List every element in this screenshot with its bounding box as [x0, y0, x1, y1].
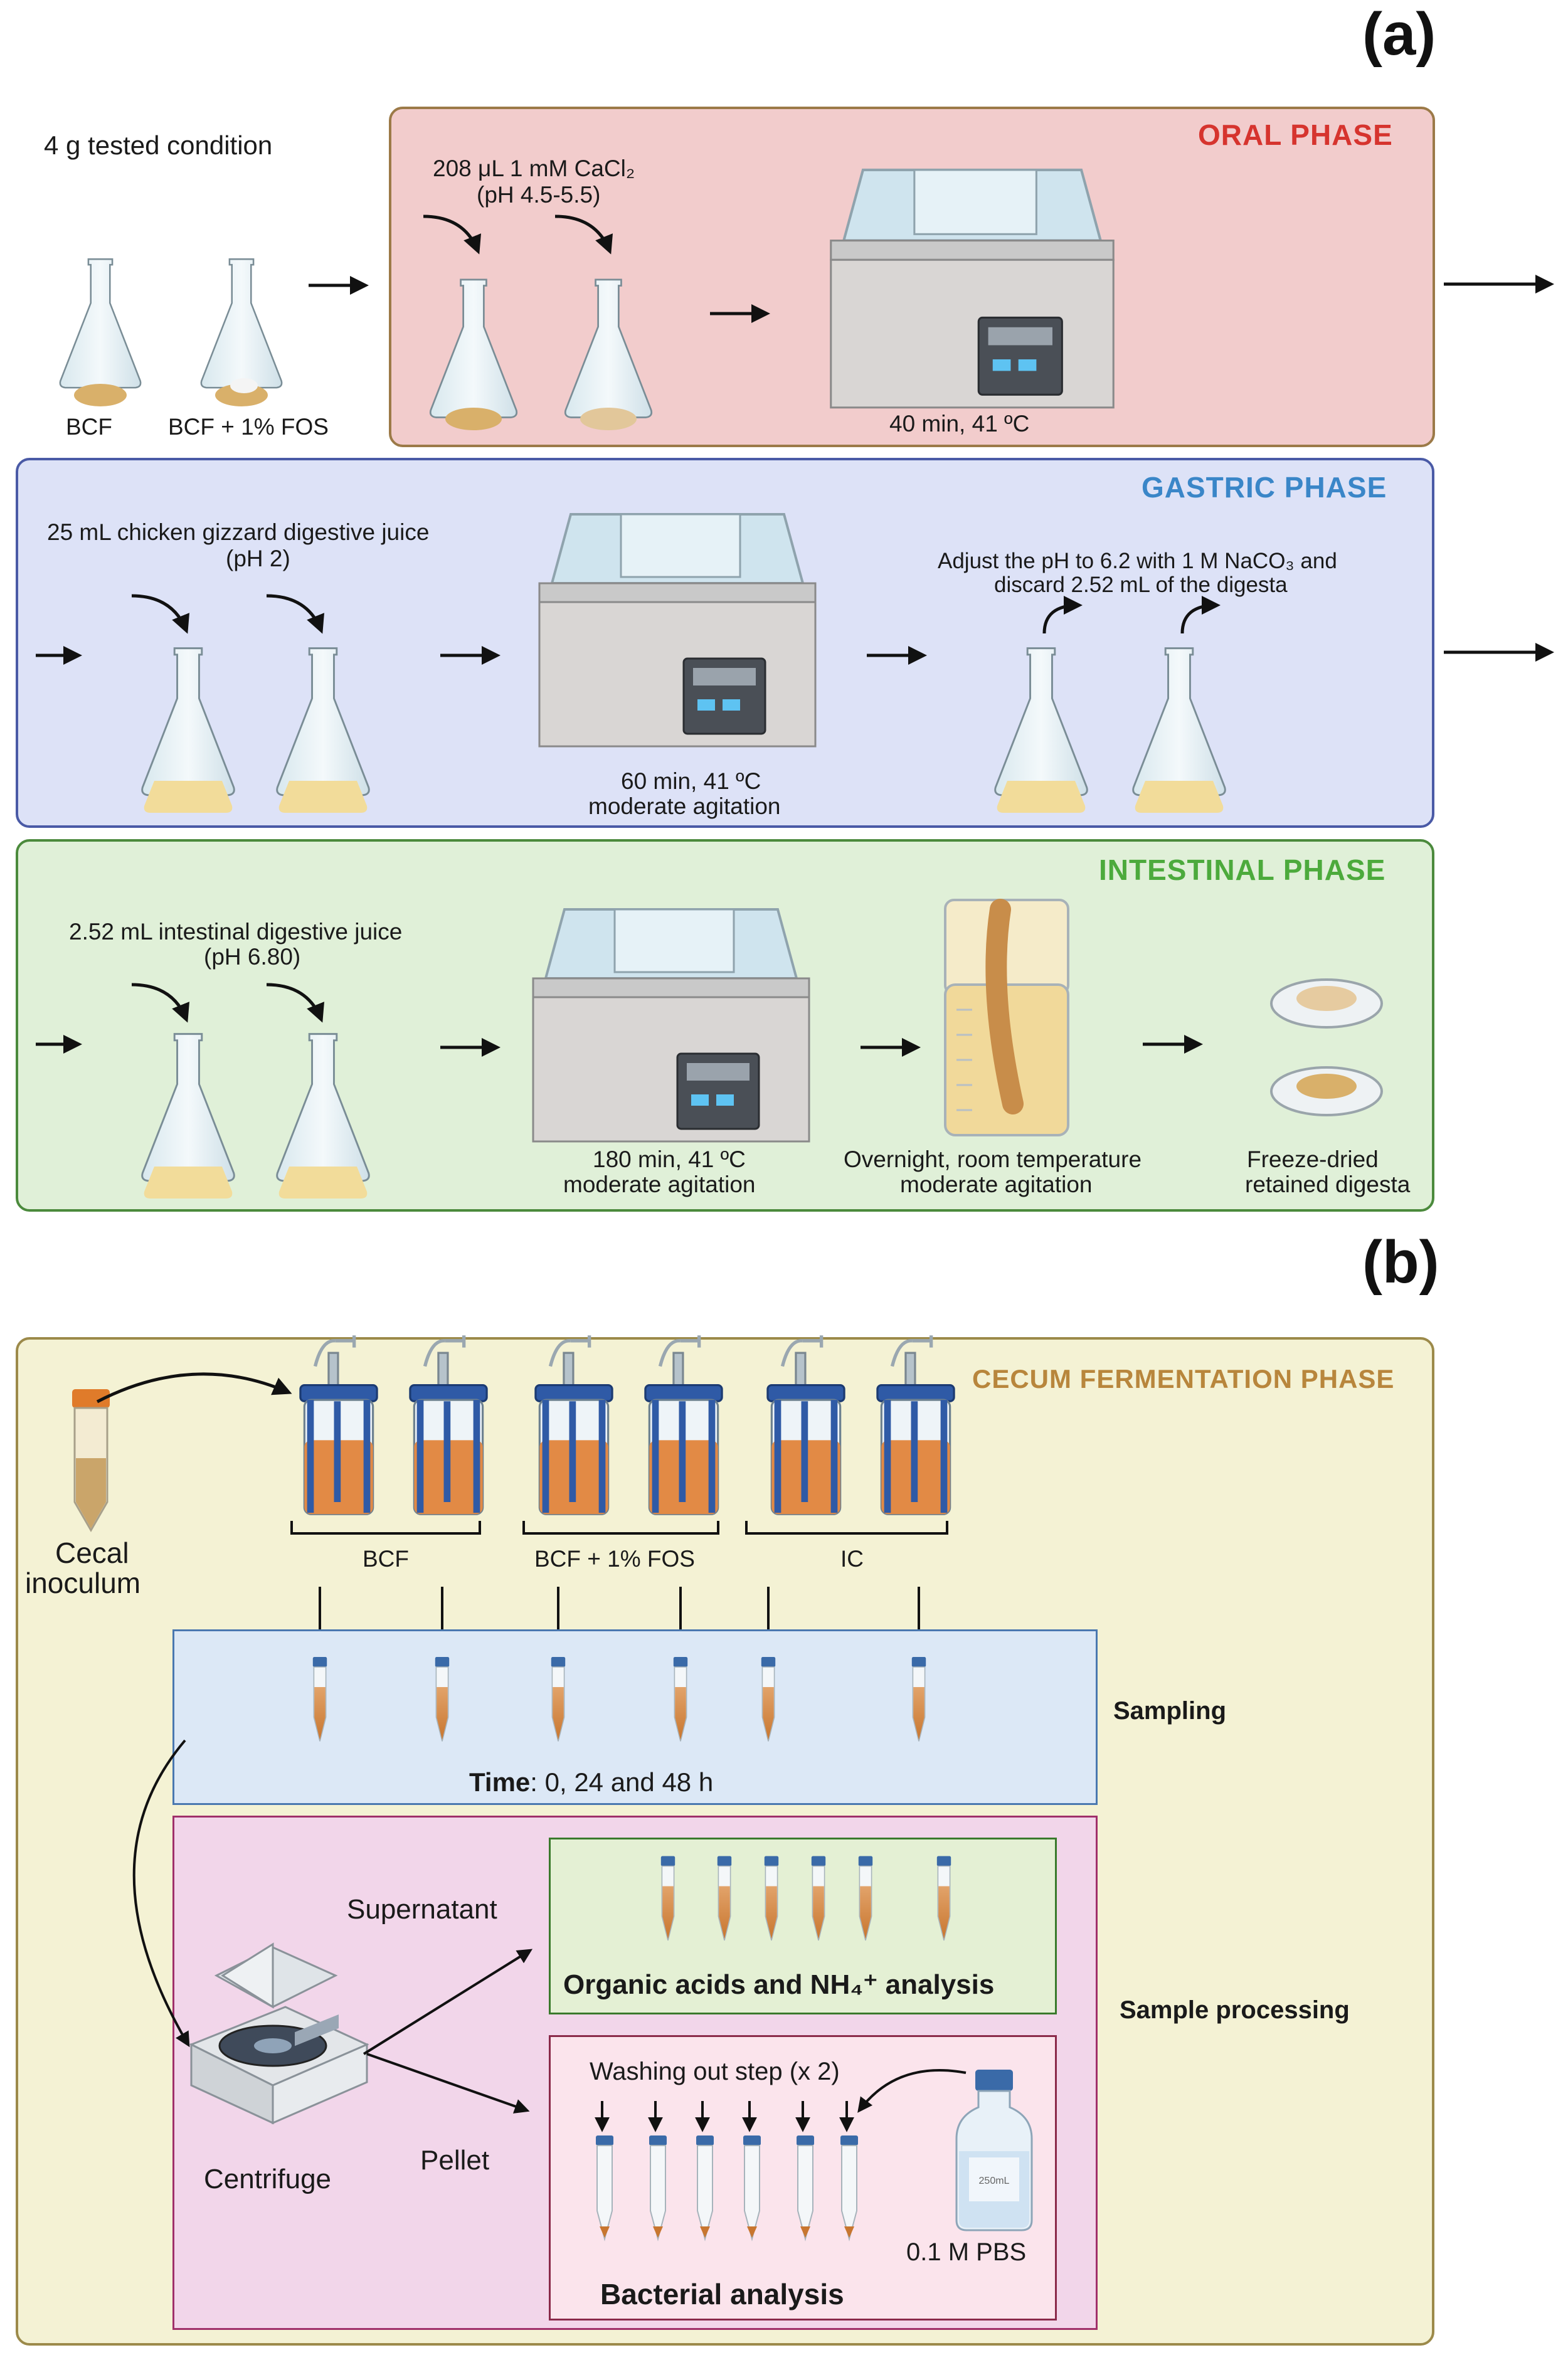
dialysis-beaker [944, 899, 1069, 1136]
gastric-arrow-to-adjust [867, 646, 927, 665]
oral-curved-arrow-2 [554, 214, 613, 255]
oral-reagent-line2: (pH 4.5-5.5) [477, 182, 601, 208]
gastric-curved-arrow-1 [131, 594, 189, 634]
cecal-inoculum-line1: Cecal [55, 1537, 129, 1569]
oral-flask-1 [429, 278, 518, 430]
gastric-flask-3 [993, 647, 1089, 813]
pellet-arrow [366, 2053, 530, 2114]
panel-label-b: (b) [1362, 1229, 1439, 1296]
intestinal-reagent-line2: (pH 6.80) [204, 944, 301, 970]
washing-label: Washing out step (x 2) [590, 2058, 840, 2085]
oral-arrow-to-bath [710, 304, 770, 323]
reactor-fos-1 [530, 1333, 618, 1521]
intestinal-phase-title: INTESTINAL PHASE [1099, 854, 1386, 886]
oral-water-bath [809, 144, 1135, 414]
washing-arrows [595, 2101, 854, 2132]
intestinal-arrow-to-freeze [1143, 1035, 1203, 1054]
pbs-bottle: 250mL [955, 2070, 1033, 2231]
sampling-time-values: : 0, 24 and 48 h [530, 1767, 714, 1797]
oral-flask-2 [564, 278, 653, 430]
gastric-adjust-line1: Adjust the pH to 6.2 with 1 M NaCO₃ and [938, 549, 1337, 573]
intestinal-flask-2 [275, 1032, 371, 1199]
intestinal-curved-arrow-1 [131, 983, 189, 1023]
freeze-line2: retained digesta [1245, 1172, 1411, 1197]
pbs-bottle-volume: 250mL [979, 2176, 1010, 2186]
centrifuge [189, 1942, 369, 2125]
gastric-water-bath [521, 489, 834, 753]
gastric-reagent-line2: (pH 2) [226, 546, 290, 571]
group-ic-label: IC [840, 1546, 864, 1572]
oral-reagent-line1: 208 μL 1 mM CaCl₂ [433, 156, 635, 181]
panel-label-a: (a) [1362, 1, 1436, 68]
flask-bcf [59, 258, 142, 406]
flask-bcf-fos [200, 258, 283, 406]
inoculum-arrow [96, 1372, 292, 1404]
intestinal-arrow-to-dialysis [861, 1038, 921, 1057]
organic-acids-label: Organic acids and NH₄⁺ analysis [563, 1969, 995, 2000]
cecal-inoculum-line2: inoculum [25, 1567, 141, 1599]
organic-acids-box [549, 1838, 1057, 2014]
gastric-flask-1 [140, 647, 236, 813]
intestinal-reagent-line1: 2.52 mL intestinal digestive juice [69, 919, 403, 945]
gastric-curved-arrow-2 [266, 594, 324, 634]
tested-condition-label: 4 g tested condition [44, 130, 273, 160]
pbs-arrow [857, 2069, 967, 2113]
gastric-adjust-line2: discard 2.52 mL of the digesta [994, 573, 1288, 597]
gastric-flask-4 [1131, 647, 1227, 813]
supernatant-label: Supernatant [347, 1894, 497, 1925]
arrow-to-oral [309, 276, 369, 295]
pellet-tubes [596, 2135, 858, 2241]
intestinal-water-bath [514, 884, 828, 1148]
intestinal-condition-line1: 180 min, 41 ºC [593, 1146, 746, 1172]
bacterial-analysis-label: Bacterial analysis [600, 2278, 844, 2310]
gastric-flask-2 [275, 647, 371, 813]
reactor-bcf-2 [405, 1333, 492, 1521]
group-bcf-label: BCF [363, 1546, 409, 1572]
cecal-inoculum-tube [72, 1389, 110, 1532]
freeze-line1: Freeze-dried [1247, 1146, 1379, 1172]
flask-bcf-fos-label: BCF + 1% FOS [168, 414, 329, 440]
pbs-label: 0.1 M PBS [906, 2238, 1027, 2266]
sampling-label: Sampling [1113, 1697, 1227, 1725]
oral-phase-title: ORAL PHASE [1198, 119, 1393, 151]
dialysis-line2: moderate agitation [900, 1172, 1093, 1197]
gastric-phase-title: GASTRIC PHASE [1142, 471, 1387, 504]
oral-condition: 40 min, 41 ºC [889, 411, 1030, 437]
gastric-reagent-line1: 25 mL chicken gizzard digestive juice [47, 519, 430, 545]
reactor-ic-1 [762, 1333, 850, 1521]
gastric-discard-arrow-2 [1180, 596, 1221, 634]
gastric-arrow-in [36, 646, 82, 665]
oral-curved-arrow-1 [423, 214, 481, 255]
sampling-time-label: Time [469, 1767, 531, 1797]
group-brackets [290, 1521, 948, 1535]
gastric-condition-line2: moderate agitation [588, 793, 781, 819]
arrow-gastric-to-intestinal [1444, 643, 1554, 662]
group-fos-label: BCF + 1% FOS [534, 1546, 695, 1572]
reactor-bcf-1 [295, 1333, 383, 1521]
centrifuge-label: Centrifuge [204, 2164, 332, 2194]
reactor-fos-2 [640, 1333, 728, 1521]
intestinal-arrow-to-bath [440, 1038, 501, 1057]
dialysis-line1: Overnight, room temperature [844, 1146, 1142, 1172]
sampling-tubes [312, 1656, 927, 1742]
intestinal-arrow-in [36, 1035, 82, 1054]
freeze-dried-dishes [1270, 978, 1383, 1116]
pellet-label: Pellet [420, 2145, 490, 2176]
sampling-time: Time: 0, 24 and 48 h [469, 1767, 713, 1797]
intestinal-flask-1 [140, 1032, 236, 1199]
intestinal-curved-arrow-2 [266, 983, 324, 1023]
supernatant-tubes [660, 1855, 952, 1941]
gastric-discard-arrow-1 [1042, 596, 1083, 634]
reactor-ic-2 [872, 1333, 960, 1521]
cecum-phase-title: CECUM FERMENTATION PHASE [972, 1364, 1395, 1394]
supernatant-arrow [363, 1949, 533, 2055]
gastric-arrow-to-bath [440, 646, 501, 665]
arrow-oral-to-gastric [1444, 275, 1554, 294]
intestinal-condition-line2: moderate agitation [563, 1172, 756, 1197]
sampling-to-centrifuge-arrow [132, 1739, 190, 2048]
gastric-condition-line1: 60 min, 41 ºC [621, 768, 761, 794]
processing-label: Sample processing [1120, 1996, 1350, 2024]
flask-bcf-label: BCF [66, 414, 112, 440]
